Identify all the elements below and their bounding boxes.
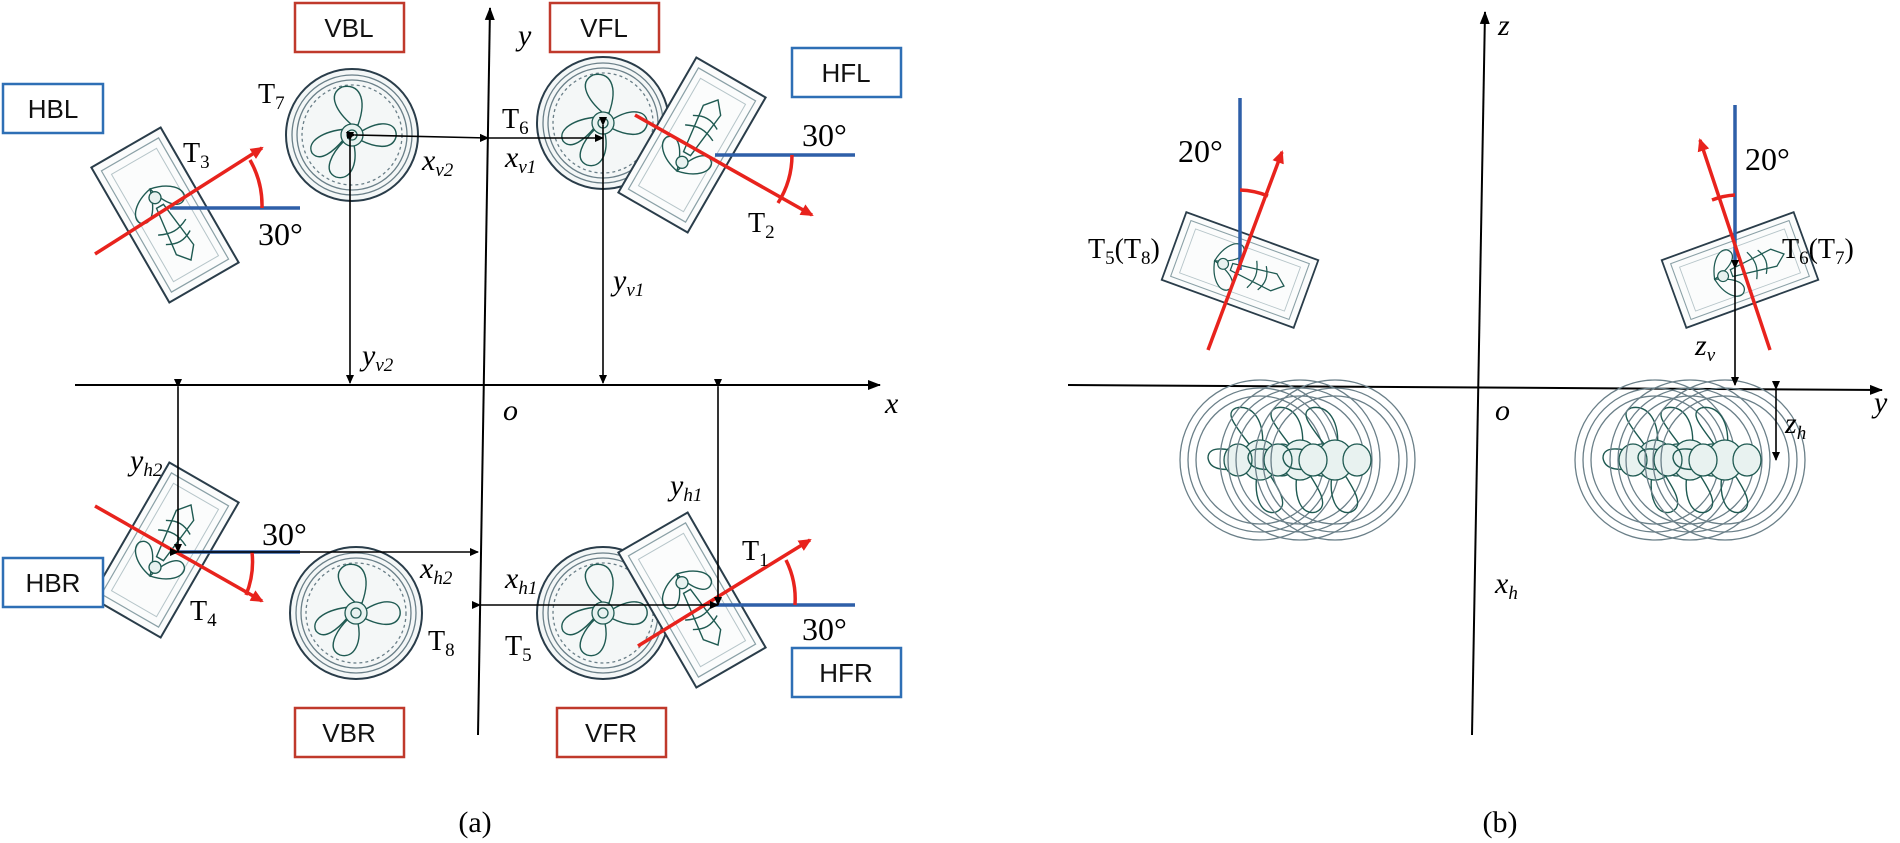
thrust-arrow-left [1206,150,1284,351]
box-vfr: VFR [555,706,668,759]
angle-label-t2: 30° [802,117,847,153]
panel-a: y x o xv2 [1,1,903,839]
thrust-arrow-t1 [637,538,812,648]
thruster-t7 [285,68,419,202]
label-t3: T3 [183,138,210,173]
svg-text:VFR: VFR [585,718,637,748]
z-axis [1471,11,1490,736]
y-axis [477,7,495,736]
box-vbr: VBR [293,706,406,759]
label-t4: T4 [190,596,217,631]
angle-label-t4: 30° [262,516,307,552]
label-xh1: xh1 [504,562,537,599]
thrust-arrow-right [1697,138,1772,351]
label-t1: T1 [742,536,769,571]
x-axis-label: x [884,387,899,420]
angle-arc-t3 [248,159,264,209]
box-hfl: HFL [790,46,903,99]
panel-b: z y o 20° 20° T5(T8) T6(T7) [1067,9,1888,839]
label-t5: T5 [505,631,532,666]
svg-text:HFR: HFR [819,658,872,688]
label-yv2: yv2 [359,339,394,376]
box-vfl: VFL [548,1,661,54]
angle-arc-t2 [776,154,794,204]
label-yh1: yh1 [667,469,702,506]
label-t5-t8: T5(T8) [1088,234,1160,269]
label-t6: T6 [502,104,529,139]
angle-label-t3: 30° [258,216,303,252]
angle-arc-left [1239,188,1269,198]
angle-label-right: 20° [1745,141,1790,177]
y-axis-label: y [515,19,532,52]
label-xv1: xv1 [504,141,536,178]
svg-text:VBR: VBR [322,718,375,748]
svg-text:HBR: HBR [26,568,81,598]
label-t7: T7 [258,79,285,114]
origin-label: o [503,394,518,427]
svg-text:VFL: VFL [580,13,628,43]
angle-arc-right [1711,193,1736,202]
label-t2: T2 [748,208,775,243]
label-t8: T8 [428,626,455,661]
box-hbr: HBR [1,556,105,609]
y-axis-b [1067,384,1883,395]
label-zv: zv [1694,329,1716,366]
z-axis-label: z [1497,9,1510,42]
angle-arc-t1 [784,559,797,606]
box-hfr: HFR [790,646,903,699]
thrust-arrow-t3 [94,146,264,256]
thruster-t8 [289,546,423,680]
box-hbl: HBL [1,82,105,135]
svg-text:HFL: HFL [821,58,870,88]
angle-arc-t4 [244,551,255,596]
label-yh2: yh2 [127,444,163,481]
box-vbl: VBL [293,1,406,54]
label-zh: zh [1784,407,1806,444]
thruster-side-left [1179,379,1416,541]
angle-label-t1: 30° [802,611,847,647]
label-xh2: xh2 [419,552,453,589]
svg-text:VBL: VBL [324,13,373,43]
svg-text:HBL: HBL [28,94,79,124]
angle-label-left: 20° [1178,133,1223,169]
thruster-t3 [90,126,240,304]
thruster-side-right [1574,379,1806,541]
dim-xv2 [346,130,489,142]
label-t6-t7: T6(T7) [1782,234,1854,269]
label-xh-b: xh [1494,567,1518,604]
thruster-t6-t7 [1660,211,1820,329]
y-axis-b-label: y [1871,386,1888,419]
label-xv2: xv2 [421,144,454,181]
origin-b-label: o [1495,394,1510,427]
caption-b: (b) [1483,806,1518,839]
label-yv1: yv1 [610,264,644,301]
caption-a: (a) [458,806,491,839]
